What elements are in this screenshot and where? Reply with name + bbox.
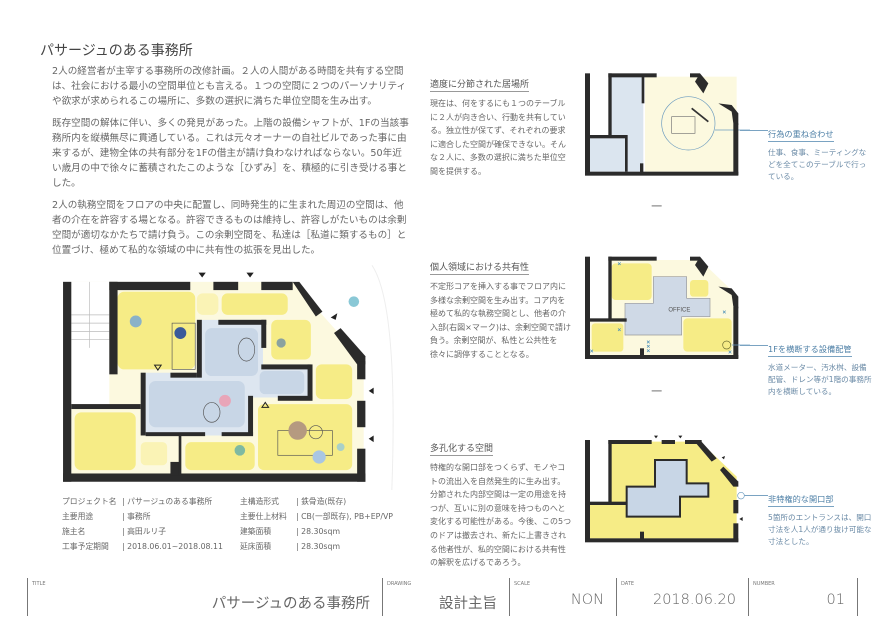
intro-paragraph-3: 2人の執務空間をフロアの中央に配置し、同時発生的に生まれた周辺の空間は、他者の介…: [52, 200, 407, 256]
table-label: 延床面積: [240, 542, 272, 551]
intro-paragraph-1: 2人の経営者が主宰する事務所の改修計画。２人の人間がある時間を共有する空間は、社…: [52, 66, 407, 107]
main-floor-plan: [63, 265, 394, 490]
title-value: パサージュのある事務所: [211, 596, 370, 612]
stair-area: [71, 281, 110, 405]
annotation-3: 非特権的な開口部 5箇所のエントランスは、開口寸法を人1人が通り抜け可能な寸法と…: [768, 487, 872, 548]
table-row: 主要用途 | 事務所 主要仕上材料 | CB(一部既存), PB+EP/VP: [62, 509, 393, 524]
annotation-line: [740, 130, 768, 131]
scale-cell: SCALE NON: [509, 578, 616, 616]
table-label: 施主名: [62, 527, 86, 536]
section-1-body: 現在は、何をするにも１つのテーブルに２人が向き合い、行動を共有している。独立性が…: [430, 99, 566, 176]
down-arrow-icon: [651, 205, 662, 207]
section-2-body: 不定形コアを挿入する事でフロア内に多様な余剰空間を生み出す。コア内を極めて私的な…: [430, 282, 571, 359]
stairs: [71, 281, 110, 348]
page-title: パサージュのある事務所: [40, 43, 193, 59]
title-cell: TITLE パサージュのある事務所: [27, 578, 382, 616]
table-value: | 2018.06.01~2018.08.11: [122, 542, 223, 551]
table-label: 主構造形式: [240, 497, 279, 506]
table-value: | 28.30sqm: [296, 542, 341, 551]
annotation-line: [745, 495, 768, 496]
project-info-table: プロジェクト名 | パサージュのある事務所 主構造形式 | 鉄骨造(既存) 主要用途 |…: [62, 494, 393, 554]
annotation-3-body: 5箇所のエントランスは、開口寸法を人1人が通り抜け可能な寸法とした。: [768, 513, 872, 546]
section-2: 個人領域における共有性 不定形コアを挿入する事でフロア内に多様な余剰空間を生み出…: [430, 255, 572, 362]
annotation-2-body: 水道メーター、汚水桝、設備配管、ドレン等が1階の事務所内を横断している。: [768, 363, 872, 396]
diagram-porous-space: [585, 435, 750, 543]
table-value: | 28.30sqm: [296, 527, 341, 536]
intro-text: 2人の経営者が主宰する事務所の改修計画。２人の人間がある時間を共有する空間は、社…: [52, 64, 410, 265]
annotation-1-body: 仕事、食事、ミーティングなどを全てこのテーブルで行っている。: [768, 148, 867, 181]
section-3-body: 特権的な開口部をつくらず、モノやコトの流出入を自然発生的に生み出す。分節された内…: [430, 463, 572, 568]
table-value: | 高田ルリ子: [122, 527, 167, 536]
date-label: DATE: [621, 581, 635, 587]
number-cell: NUMBER 01: [748, 578, 858, 616]
diagram-current-plan: [585, 73, 750, 207]
level-markers: [153, 364, 270, 408]
section-3: 多孔化する空間 特権的な開口部をつくらず、モノやコトの流出入を自然発生的に生み出…: [430, 436, 572, 570]
title-block: TITLE パサージュのある事務所 DRAWING 設計主旨 SCALE NON DA…: [27, 578, 860, 618]
annotation-1: 行為の重ね合わせ 仕事、食事、ミーティングなどを全てこのテーブルで行っている。: [768, 122, 872, 183]
drawing-label: DRAWING: [387, 581, 412, 587]
table-label: 主要用途: [62, 512, 94, 521]
date-value: 2018.06.20: [652, 592, 736, 608]
intro-paragraph-2: 既存空間の解体に伴い、多くの発見があった。上階の設備シャフトが、1Fの当該事務所…: [52, 118, 409, 189]
walls: [63, 281, 366, 482]
table-label: 建築面積: [240, 527, 272, 536]
table-value: | パサージュのある事務所: [122, 497, 213, 506]
people: [129, 296, 360, 464]
table-row: 工事予定期間 | 2018.06.01~2018.08.11 延床面積 | 28.30…: [62, 539, 393, 554]
table-row: 施主名 | 高田ルリ子 建築面積 | 28.30sqm: [62, 524, 393, 539]
drawing-value: 設計主旨: [439, 596, 497, 612]
table-label: プロジェクト名: [62, 497, 117, 506]
annotation-3-heading: 非特権的な開口部: [768, 493, 834, 507]
table-label: 主要仕上材料: [240, 512, 287, 521]
section-3-heading: 多孔化する空間: [430, 441, 494, 456]
title-label: TITLE: [32, 581, 46, 587]
number-value: 01: [826, 592, 845, 608]
diagram-office-core: OFFICE: [585, 256, 750, 392]
annotation-2: 1Fを横断する設備配管 水道メーター、汚水桝、設備配管、ドレン等が1階の事務所内…: [768, 337, 872, 398]
intervention-marks: [590, 262, 732, 354]
section-1: 適度に分節された居場所 現在は、何をするにも１つのテーブルに２人が向き合い、行動…: [430, 72, 572, 179]
table-label: 工事予定期間: [62, 542, 109, 551]
annotation-1-heading: 行為の重ね合わせ: [768, 128, 834, 142]
date-cell: DATE 2018.06.20: [616, 578, 748, 616]
office-core: [145, 319, 310, 436]
drawing-cell: DRAWING 設計主旨: [382, 578, 509, 616]
annotation-line: [740, 345, 768, 346]
office-label: OFFICE: [668, 308, 690, 314]
scale-label: SCALE: [514, 581, 531, 587]
table-value: | 鉄骨造(既存): [296, 497, 347, 506]
table-value: | 事務所: [122, 512, 151, 521]
section-2-heading: 個人領域における共有性: [430, 260, 530, 275]
down-arrow-icon: [651, 390, 662, 392]
entrance-markers: [198, 272, 374, 443]
table-value: | CB(一部既存), PB+EP/VP: [296, 512, 393, 521]
table-row: プロジェクト名 | パサージュのある事務所 主構造形式 | 鉄骨造(既存): [62, 494, 393, 509]
section-1-heading: 適度に分節された居場所: [430, 77, 530, 92]
number-label: NUMBER: [753, 581, 775, 587]
scale-value: NON: [570, 592, 604, 608]
annotation-2-heading: 1Fを横断する設備配管: [768, 343, 852, 357]
